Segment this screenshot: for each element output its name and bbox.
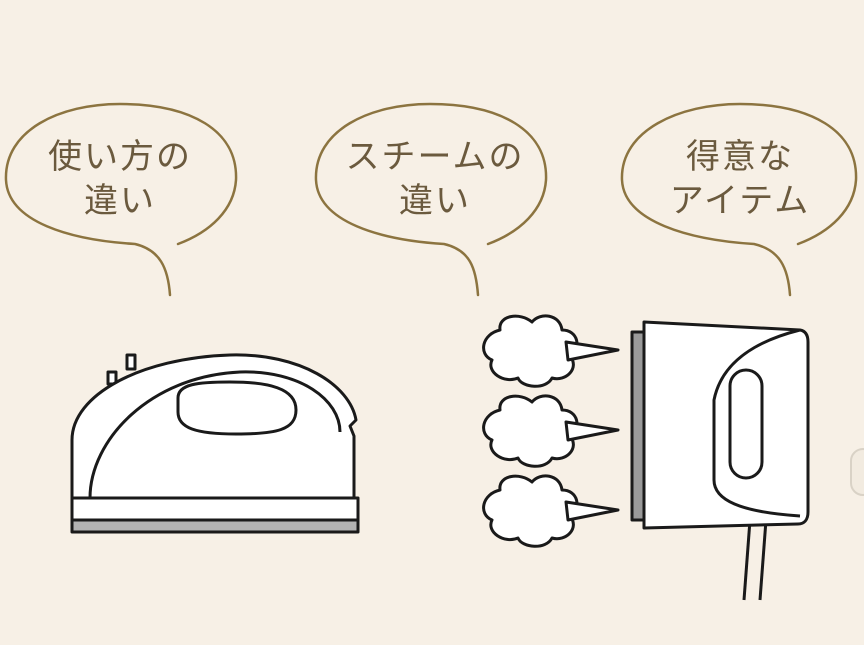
bubble-label-items: 得意な アイテム bbox=[640, 135, 840, 223]
handheld-steamer-icon bbox=[630, 320, 810, 601]
bubble-label-steam: スチームの 違い bbox=[330, 135, 540, 223]
bubble-label-usage: 使い方の 違い bbox=[40, 135, 200, 223]
speech-bubble-2 bbox=[314, 102, 548, 297]
bubble-label-items-line1: 得意な bbox=[686, 137, 794, 177]
bubble-label-steam-line2: 違い bbox=[399, 181, 471, 221]
bubble-label-usage-line1: 使い方の bbox=[48, 137, 192, 177]
steam-cloud-icon bbox=[482, 314, 620, 548]
bubble-label-steam-line1: スチームの bbox=[345, 137, 525, 177]
bubble-label-items-line2: アイテム bbox=[669, 181, 811, 221]
carousel-next-button[interactable] bbox=[850, 448, 864, 496]
bubble-label-usage-line2: 違い bbox=[84, 181, 156, 221]
speech-bubble-1 bbox=[4, 102, 238, 297]
flat-iron-icon bbox=[70, 353, 360, 534]
speech-bubble-3 bbox=[620, 102, 858, 297]
